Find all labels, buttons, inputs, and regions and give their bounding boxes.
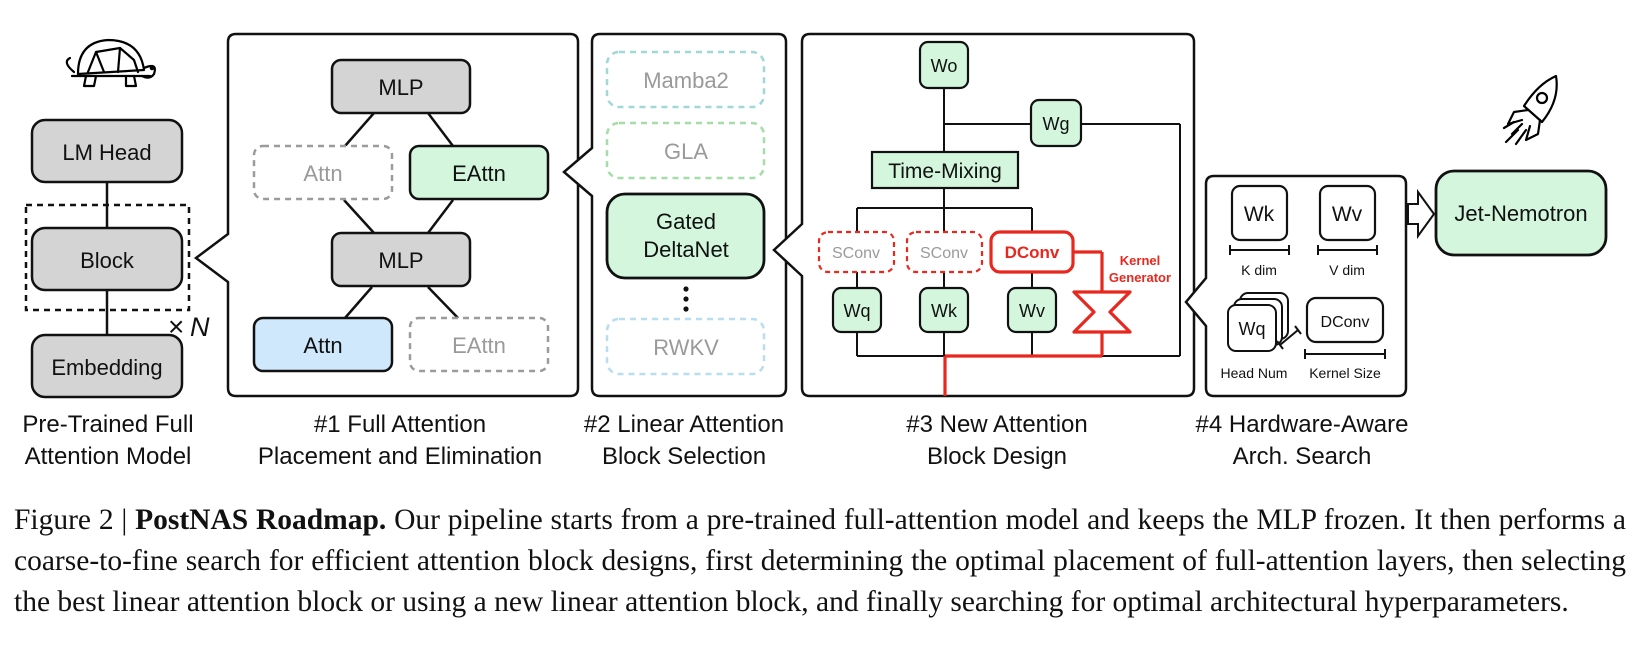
sconv1-node: SConv	[817, 230, 896, 274]
gated-deltanet-line2: DeltaNet	[643, 237, 729, 262]
jet-nemotron-node: Jet-Nemotron	[1434, 169, 1608, 257]
rocket-icon	[1502, 74, 1558, 146]
eattn-faded-label: EAttn	[452, 333, 506, 358]
rwkv-label: RWKV	[653, 335, 719, 360]
wv-node: Wv	[1006, 286, 1058, 334]
mlp-mid-node: MLP	[330, 231, 472, 288]
repeated-block-frame	[24, 203, 191, 312]
eattn-faded-node: EAttn	[408, 316, 550, 373]
lm-head-label: LM Head	[62, 140, 151, 165]
time-mixing-label: Time-Mixing	[888, 160, 1002, 183]
turtle-icon	[65, 38, 156, 88]
time-mixing-node: Time-Mixing	[870, 150, 1020, 190]
search-wk-label: Wk	[1244, 203, 1275, 226]
wg-label: Wg	[1043, 114, 1070, 134]
search-wv-label: Wv	[1332, 203, 1363, 226]
gated-deltanet-node: Gated DeltaNet	[605, 192, 766, 280]
dconv-node: DConv	[989, 230, 1075, 274]
attn-label: Attn	[303, 333, 342, 358]
figure-title: PostNAS Roadmap.	[135, 504, 387, 536]
model-caption-line1: Pre-Trained Full	[22, 411, 193, 438]
step1-caption-line2: Placement and Elimination	[258, 443, 542, 470]
repeat-n-label: N	[190, 312, 210, 342]
wo-label: Wo	[931, 56, 958, 76]
sconv2-label: SConv	[920, 245, 968, 262]
postnas-roadmap-diagram: LM Head Block Embedding × N Pre-Trained …	[22, 32, 1608, 470]
gla-node: GLA	[605, 121, 766, 180]
gla-label: GLA	[664, 139, 708, 164]
kernel-generator-line2: Generator	[1109, 270, 1171, 285]
v-dim-bracket	[1317, 245, 1378, 255]
mamba2-node: Mamba2	[605, 50, 766, 109]
mlp-top-node: MLP	[330, 58, 472, 115]
v-dim-label: V dim	[1329, 262, 1365, 278]
search-wv-node: Wv	[1318, 184, 1377, 242]
search-wq-label: Wq	[1239, 319, 1266, 339]
figure-label: Figure 2 |	[14, 504, 128, 536]
jet-nemotron-label: Jet-Nemotron	[1454, 201, 1587, 226]
kernel-generator-line1: Kernel	[1120, 253, 1160, 268]
figure-caption: Figure 2 | PostNAS Roadmap. Our pipeline…	[14, 500, 1626, 623]
block-label: Block	[80, 248, 135, 273]
wq-label: Wq	[844, 301, 871, 321]
step2-caption-line1: #2 Linear Attention	[584, 411, 784, 438]
attn-faded-node: Attn	[252, 144, 394, 201]
attn-node: Attn	[252, 316, 394, 373]
eattn-label: EAttn	[452, 161, 506, 186]
mlp-top-label: MLP	[378, 75, 423, 100]
hollow-arrow-icon	[1407, 188, 1436, 240]
kernel-generator-icon	[943, 250, 1132, 396]
wk-label: Wk	[931, 301, 958, 321]
dconv-label: DConv	[1005, 243, 1060, 262]
eattn-node: EAttn	[408, 144, 550, 201]
search-wq-stack: Wq	[1227, 292, 1289, 352]
step2-caption-line2: Block Selection	[602, 443, 766, 470]
embedding-node: Embedding	[30, 333, 184, 399]
sconv1-label: SConv	[832, 245, 880, 262]
step3-callout-panel	[772, 32, 1196, 398]
embedding-label: Embedding	[51, 355, 162, 380]
search-dconv-label: DConv	[1321, 314, 1370, 331]
head-num-bracket	[1276, 325, 1302, 350]
wv-label: Wv	[1019, 301, 1045, 321]
step4-caption-line2: Arch. Search	[1233, 443, 1372, 470]
kernel-size-bracket	[1304, 349, 1386, 359]
step4-caption-line1: #4 Hardware-Aware	[1196, 411, 1409, 438]
more-options-dots	[683, 286, 689, 312]
wq-node: Wq	[831, 286, 883, 334]
k-dim-label: K dim	[1241, 262, 1277, 278]
k-dim-bracket	[1229, 245, 1290, 255]
attn-faded-label: Attn	[303, 161, 342, 186]
kernel-size-label: Kernel Size	[1309, 365, 1381, 381]
sconv2-node: SConv	[905, 230, 984, 274]
model-caption-line2: Attention Model	[25, 443, 192, 470]
step3-caption-line1: #3 New Attention	[906, 411, 1087, 438]
mamba2-label: Mamba2	[643, 68, 729, 93]
figure-body: Our pipeline starts from a pre-trained f…	[14, 504, 1626, 618]
lm-head-node: LM Head	[30, 118, 184, 184]
gated-deltanet-line1: Gated	[656, 209, 716, 234]
repeat-times-label: ×	[168, 311, 184, 342]
mlp-mid-label: MLP	[378, 248, 423, 273]
block-node: Block	[30, 226, 184, 292]
search-dconv-node: DConv	[1305, 296, 1385, 344]
wg-node: Wg	[1029, 98, 1083, 148]
step1-callout-panel	[193, 32, 580, 398]
step3-caption-line2: Block Design	[927, 443, 1067, 470]
rwkv-node: RWKV	[605, 317, 766, 376]
wo-node: Wo	[918, 40, 970, 90]
wk-node: Wk	[918, 286, 970, 334]
search-wk-node: Wk	[1230, 184, 1289, 242]
head-num-label: Head Num	[1221, 365, 1288, 381]
step1-caption-line1: #1 Full Attention	[314, 411, 486, 438]
